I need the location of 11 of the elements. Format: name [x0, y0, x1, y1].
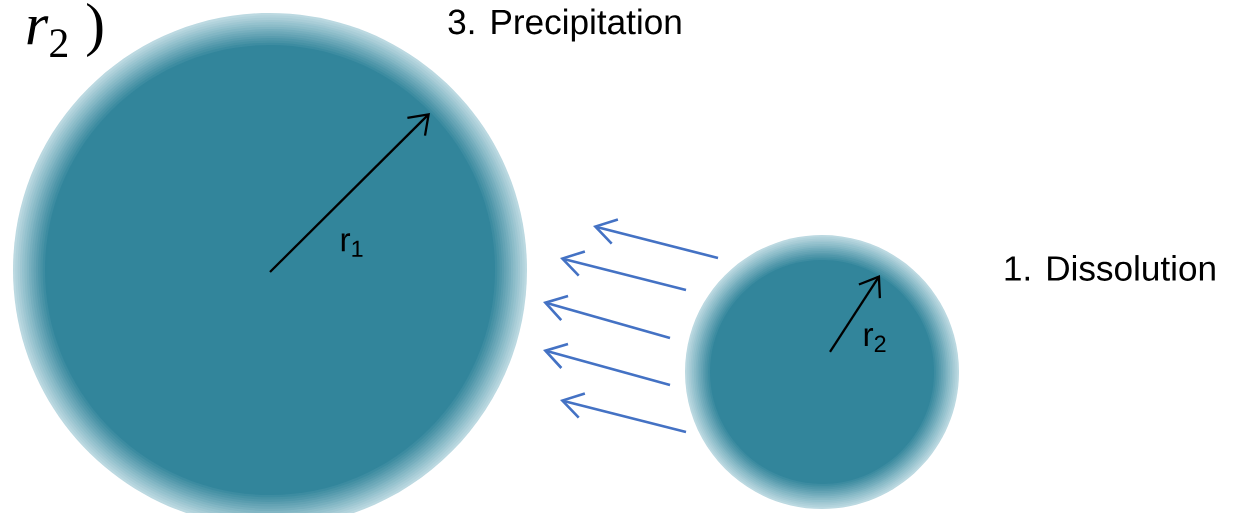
- arrow: [543, 294, 671, 340]
- heading-label: 3. Precipitation: [448, 8, 681, 42]
- arrow: [593, 218, 719, 260]
- arrow: [543, 342, 671, 387]
- particle-circle: [685, 235, 959, 509]
- heading-label: 1. Dissolution: [1005, 255, 1215, 281]
- arrow: [560, 250, 687, 292]
- radius-label: r$_{2}$: [864, 328, 886, 352]
- radius-label: r$_{1}$: [341, 233, 363, 257]
- arrow: [560, 392, 687, 434]
- formula-fragment: r$_{2}$ ): [27, 2, 103, 58]
